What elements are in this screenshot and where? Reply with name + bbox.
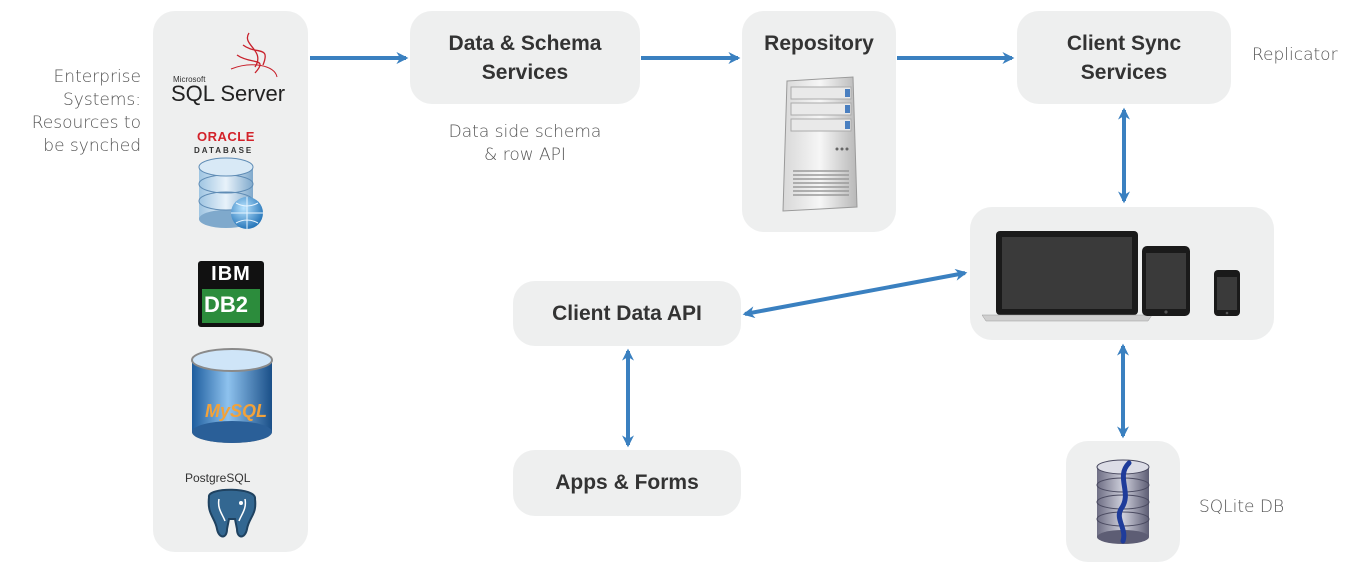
oracle-database-logo: ORACLE DATABASE	[191, 129, 271, 234]
enterprise-systems-panel: Microsoft SQL Server ORACLE DATABASE	[153, 11, 308, 552]
enterprise-caption-line: Systems:	[63, 90, 141, 110]
enterprise-systems-caption: Enterprise Systems: Resources to be sync…	[32, 66, 141, 158]
client-sync-services-label: Client Sync Services	[1017, 29, 1231, 87]
sqlite-caption: SQLite DB	[1199, 497, 1285, 517]
db2-text: DB2	[204, 292, 249, 317]
repository-label: Repository	[764, 32, 874, 55]
ibm-db2-icon	[198, 261, 264, 327]
data-schema-line1: Data & Schema	[448, 32, 602, 55]
sql-server-logo: Microsoft SQL Server	[171, 25, 296, 106]
client-data-api-label: Client Data API	[552, 302, 702, 325]
ibm-db2-logo: IBM DB2	[198, 261, 264, 327]
data-schema-services-node: Data & Schema Services	[410, 11, 640, 104]
sql-server-icon	[230, 32, 278, 78]
repository-node: Repository	[742, 11, 896, 232]
devices-icon	[982, 231, 1240, 322]
client-sync-line1: Client Sync	[1066, 32, 1182, 55]
mysql-logo: MySQL	[189, 346, 275, 446]
replicator-caption: Replicator	[1252, 45, 1338, 65]
data-side-caption-line2: & row API	[484, 145, 566, 165]
enterprise-caption-line: Enterprise	[53, 67, 141, 87]
client-sync-line2: Services	[1080, 61, 1168, 84]
apps-forms-label: Apps & Forms	[555, 471, 699, 494]
postgresql-logo: PostgreSQL	[183, 471, 283, 546]
postgresql-text: PostgreSQL	[185, 471, 251, 485]
sqlite-icon	[1096, 459, 1150, 544]
mysql-icon	[191, 348, 273, 443]
elephant-icon	[207, 488, 257, 538]
oracle-database-text: DATABASE	[194, 146, 254, 155]
ibm-text: IBM	[211, 263, 251, 285]
data-schema-services-label: Data & Schema Services	[410, 29, 640, 87]
client-sync-services-node: Client Sync Services	[1017, 11, 1231, 104]
data-side-caption: Data side schema & row API	[410, 121, 640, 167]
mysql-text: MySQL	[205, 401, 268, 421]
data-schema-line2: Services	[481, 61, 569, 84]
enterprise-caption-line: be synched	[43, 136, 141, 156]
arrow-devices-client-data-api	[742, 268, 968, 319]
oracle-database-icon	[198, 157, 263, 229]
sql-server-small-text: Microsoft	[173, 75, 206, 84]
sqlite-node	[1066, 441, 1180, 562]
data-side-caption-line1: Data side schema	[448, 122, 602, 142]
sql-server-big-text: SQL Server	[171, 81, 286, 106]
client-data-api-node: Client Data API	[513, 281, 741, 346]
devices-node	[970, 207, 1274, 340]
oracle-text: ORACLE	[197, 129, 255, 144]
enterprise-caption-line: Resources to	[31, 113, 141, 133]
server-icon	[782, 76, 858, 212]
apps-forms-node: Apps & Forms	[513, 450, 741, 516]
